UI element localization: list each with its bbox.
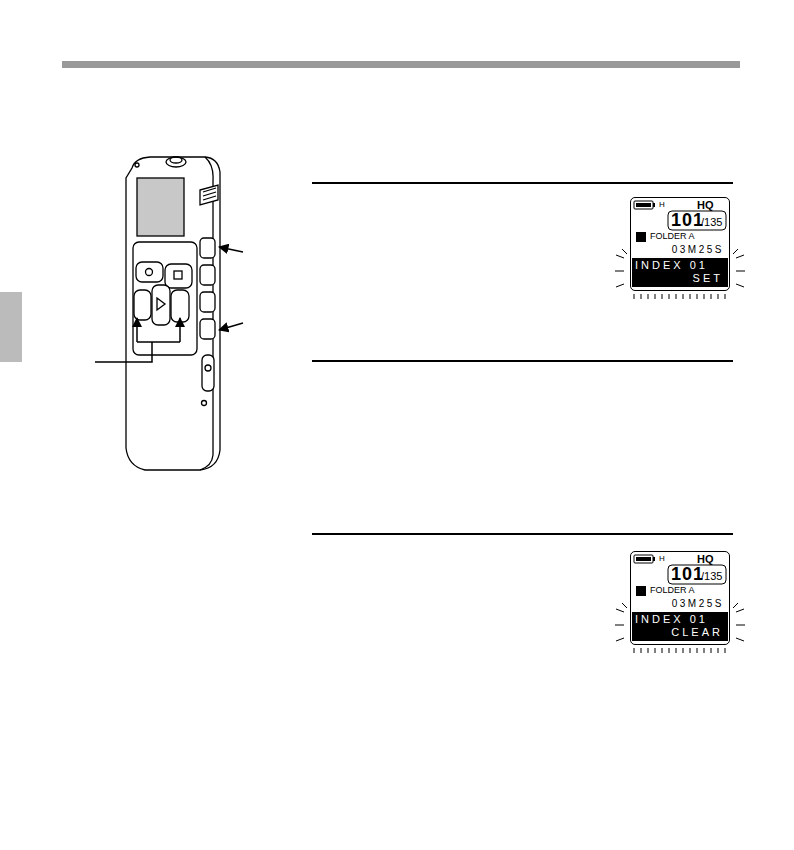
step-rule <box>312 533 733 535</box>
pointer-arrows <box>95 247 243 362</box>
lcd-display: H HQ101/135FOLDER A 03M25S INDEX 01CLEAR <box>630 551 730 645</box>
lcd-text: /135 <box>701 216 722 228</box>
lcd-text: 03M25S <box>672 598 724 609</box>
index-text: INDEX 01 <box>635 259 708 271</box>
lcd-text: 03M25S <box>672 244 724 255</box>
lcd-text: HQ <box>697 199 714 211</box>
section-tab <box>0 292 22 362</box>
index-text: CLEAR <box>671 626 723 638</box>
lcd-text: H <box>659 201 665 210</box>
lcd-text: 101 <box>671 565 704 585</box>
index-text: INDEX 01 <box>635 613 708 625</box>
lcd-display: H HQ101/135FOLDER A 03M25S INDEX 01SET <box>630 197 730 291</box>
lcd-text: /135 <box>701 570 722 582</box>
step-rule <box>312 182 733 184</box>
index-bar: INDEX 01SET <box>632 258 728 287</box>
recorder-illustration <box>126 157 220 470</box>
step-rule <box>312 360 733 362</box>
header-rule <box>62 61 740 68</box>
lcd-text: FOLDER A <box>650 586 695 596</box>
index-text: SET <box>693 272 723 284</box>
lcd-text: FOLDER A <box>650 232 695 242</box>
flash-marks <box>615 249 745 653</box>
index-bar: INDEX 01CLEAR <box>632 612 728 641</box>
lcd-text: HQ <box>697 553 714 565</box>
lcd-text: H <box>659 555 665 564</box>
lcd-text: 101 <box>671 211 704 231</box>
